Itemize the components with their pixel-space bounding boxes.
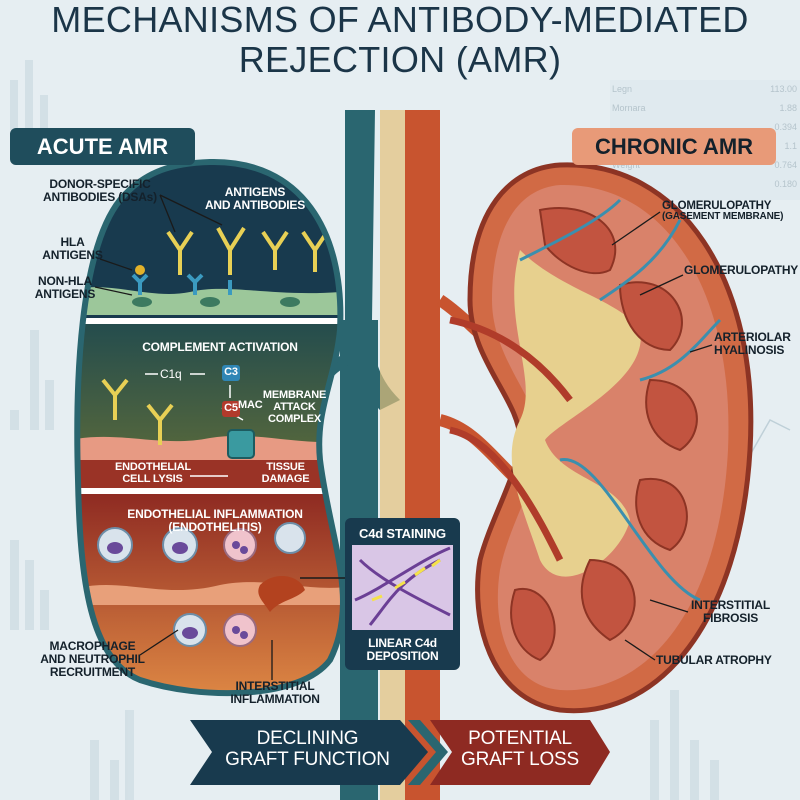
- complement-activation-label: COMPLEMENT ACTIVATION: [142, 340, 298, 354]
- flow-step-declining: [190, 720, 428, 785]
- c1q-label: C1q: [160, 367, 182, 381]
- tubular-atrophy-label: TUBULAR ATROPHY: [656, 653, 772, 667]
- c5-label: C5: [222, 401, 240, 417]
- c4d-staining-title: C4d STAINING: [359, 526, 446, 541]
- glomerulopathy-label: GLOMERULOPATHY: [684, 263, 799, 277]
- renal-artery: [405, 110, 440, 800]
- mac-pore-icon: [227, 429, 255, 459]
- acute-amr-badge: ACUTE AMR: [10, 128, 195, 165]
- endothelial-inflammation-label: ENDOTHELIAL INFLAMMATION(ENDOTHELITIS): [127, 507, 303, 534]
- mac-label: MAC: [238, 399, 263, 411]
- flow-step-loss: [430, 720, 610, 785]
- chronic-amr-badge: CHRONIC AMR: [572, 128, 776, 165]
- c3-label: C3: [222, 365, 240, 381]
- glomerulopathy-bm-label: GLOMERULOPATHY(GASEMENT MEMBRANE): [662, 200, 784, 223]
